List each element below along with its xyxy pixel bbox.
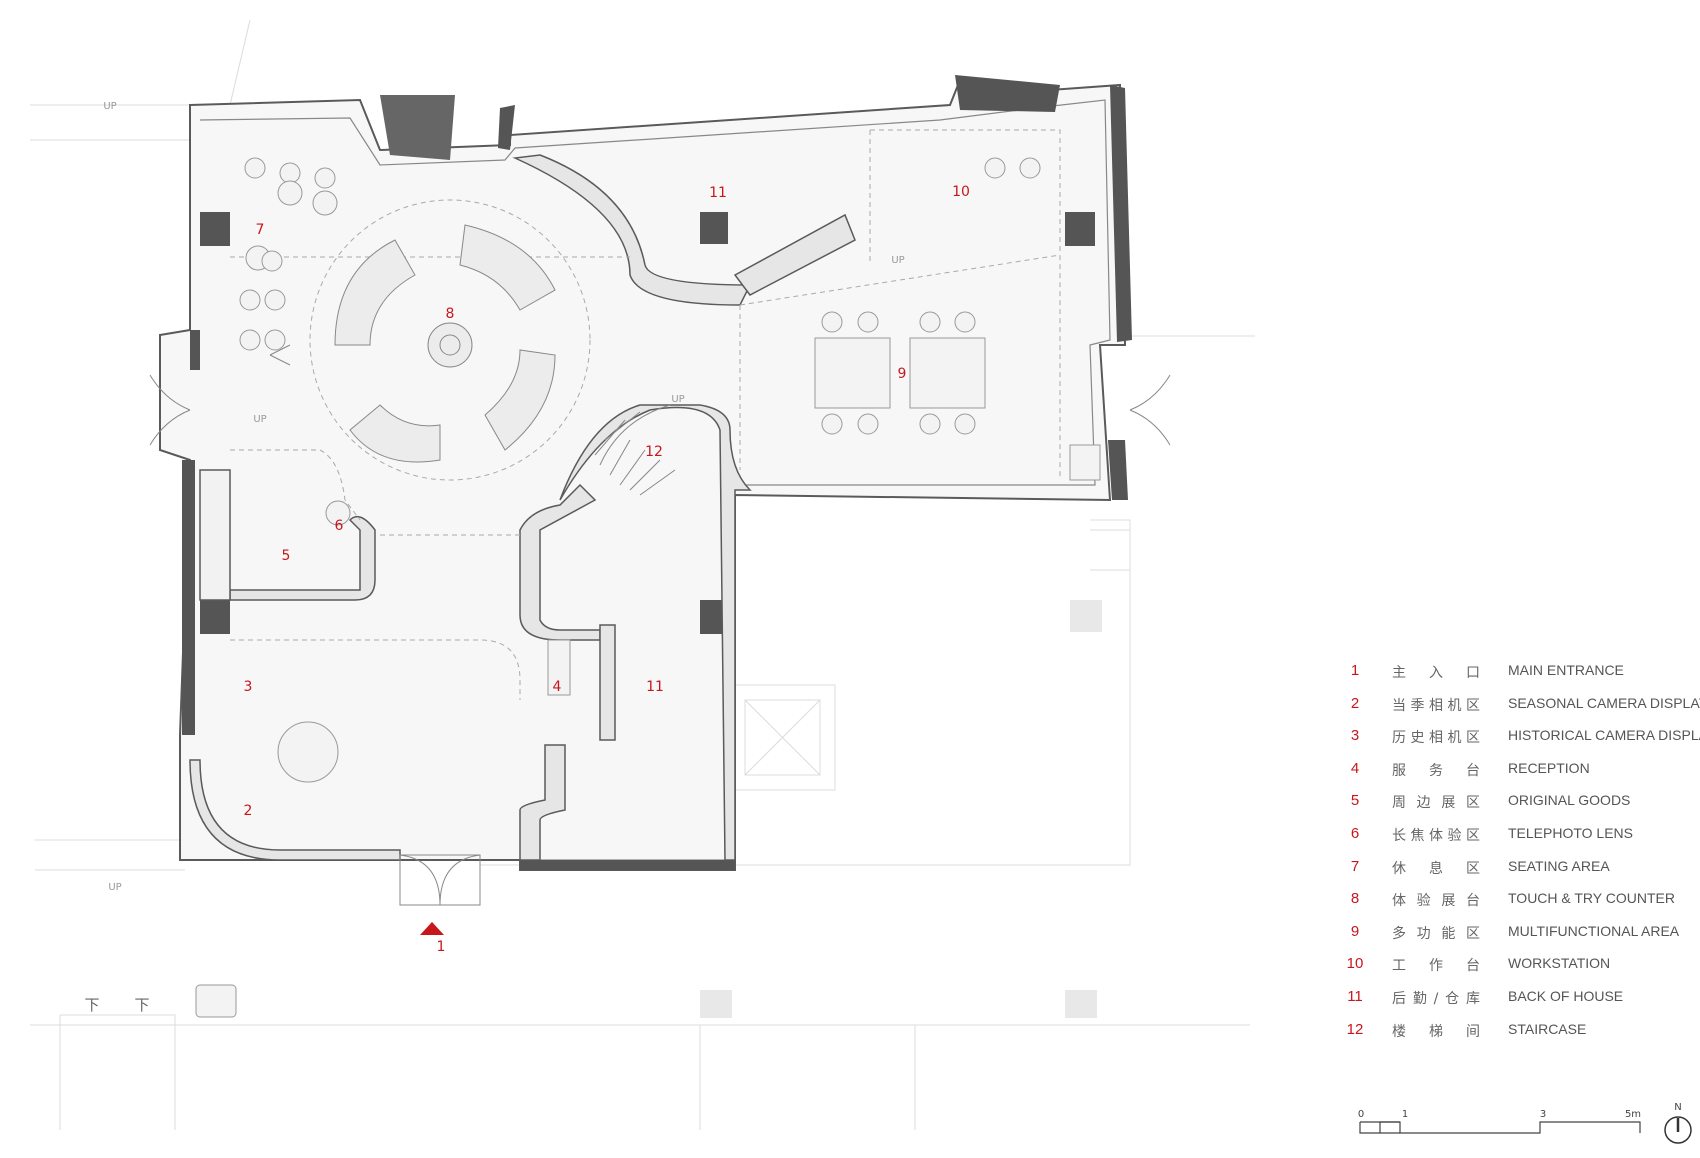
up-mark: UP <box>891 255 904 266</box>
legend-cn: 工作台 <box>1392 958 1480 975</box>
legend-item: 11 后勤/仓库 BACK OF HOUSE <box>1340 988 1700 1021</box>
legend-number: 10 <box>1346 955 1364 973</box>
room-label-seasonal: 2 <box>244 803 253 819</box>
legend-item: 7 休息区 SEATING AREA <box>1340 858 1700 891</box>
zone-boundaries <box>230 129 1061 700</box>
legend-item: 5 周边展区 ORIGINAL GOODS <box>1340 792 1700 825</box>
direction-marks: UP UP UP UP UP 下 下 <box>84 101 904 1014</box>
room-label-original-goods: 5 <box>282 548 291 564</box>
room-label-seating: 7 <box>256 222 265 238</box>
room-label-back-of-house: 11 <box>646 679 664 695</box>
legend-item: 9 多功能区 MULTIFUNCTIONAL AREA <box>1340 923 1700 956</box>
room-labels: 1 2 3 4 5 6 7 8 9 10 11 11 12 <box>244 184 970 955</box>
scale-tick: 3 <box>1540 1109 1546 1120</box>
touch-try-counter <box>334 224 556 463</box>
legend-cn: 楼梯间 <box>1392 1023 1480 1040</box>
legend-item: 6 长焦体验区 TELEPHOTO LENS <box>1340 825 1700 858</box>
legend-cn: 主入口 <box>1392 665 1480 681</box>
legend-item: 3 历史相机区 HISTORICAL CAMERA DISPLAY <box>1340 727 1700 760</box>
legend-en: STAIRCASE <box>1508 1020 1587 1037</box>
legend-cn: 周边展区 <box>1392 795 1480 812</box>
scale-tick: 0 <box>1358 1109 1364 1120</box>
legend-number: 2 <box>1350 694 1360 712</box>
legend-en: TELEPHOTO LENS <box>1508 824 1634 841</box>
legend-cn: 后勤/仓库 <box>1392 990 1480 1007</box>
legend-cn: 多功能区 <box>1392 925 1480 942</box>
entrance-doors <box>149 374 1171 906</box>
down-mark: 下 <box>84 996 99 1014</box>
legend-cn: 休息区 <box>1392 860 1480 877</box>
down-mark: 下 <box>134 996 149 1014</box>
north-label: N <box>1674 1102 1681 1113</box>
north-arrow-icon <box>1664 1116 1692 1144</box>
room-label-staircase: 12 <box>645 444 663 460</box>
legend: 1 主入口 MAIN ENTRANCE 2 当季相机区 SEASONAL CAM… <box>1340 662 1700 1053</box>
legend-number: 8 <box>1350 890 1360 908</box>
legend-number: 11 <box>1347 987 1363 1005</box>
room-label-back-of-house: 11 <box>709 185 727 201</box>
legend-en: WORKSTATION <box>1508 955 1611 972</box>
legend-item: 8 体验展台 TOUCH & TRY COUNTER <box>1340 890 1700 923</box>
scale-bar <box>1359 1121 1641 1134</box>
room-label-touch-try: 8 <box>446 306 455 322</box>
legend-item: 1 主入口 MAIN ENTRANCE <box>1340 662 1700 695</box>
legend-item: 4 服务台 RECEPTION <box>1340 760 1700 793</box>
entrance-arrow-icon <box>420 922 444 935</box>
legend-cn: 当季相机区 <box>1392 697 1480 714</box>
legend-en: SEASONAL CAMERA DISPLAY <box>1508 694 1700 711</box>
room-label-reception: 4 <box>553 679 562 695</box>
legend-cn: 服务台 <box>1392 762 1480 779</box>
scale-tick: 1 <box>1402 1109 1408 1120</box>
legend-item: 12 楼梯间 STAIRCASE <box>1340 1021 1700 1054</box>
legend-number: 9 <box>1350 922 1360 940</box>
up-mark: UP <box>671 394 684 405</box>
legend-item: 2 当季相机区 SEASONAL CAMERA DISPLAY <box>1340 695 1700 728</box>
legend-en: RECEPTION <box>1508 759 1590 776</box>
legend-number: 6 <box>1350 824 1360 842</box>
legend-number: 3 <box>1350 727 1360 745</box>
room-label-entrance: 1 <box>437 939 446 955</box>
legend-number: 12 <box>1346 1020 1364 1038</box>
legend-en: MAIN ENTRANCE <box>1508 662 1624 678</box>
room-label-multifunctional: 9 <box>898 366 907 382</box>
legend-number: 1 <box>1350 662 1360 679</box>
legend-number: 5 <box>1350 792 1360 810</box>
furniture <box>195 157 1102 1018</box>
legend-en: SEATING AREA <box>1508 857 1610 874</box>
legend-cn: 体验展台 <box>1392 893 1480 910</box>
up-mark: UP <box>108 882 121 893</box>
legend-en: TOUCH & TRY COUNTER <box>1508 890 1675 907</box>
legend-en: HISTORICAL CAMERA DISPLAY <box>1508 727 1700 744</box>
scale-tick: 5m <box>1625 1109 1641 1120</box>
legend-en: BACK OF HOUSE <box>1508 987 1624 1004</box>
legend-number: 7 <box>1350 857 1360 875</box>
legend-cn: 历史相机区 <box>1392 730 1480 747</box>
room-label-historical: 3 <box>244 679 253 695</box>
legend-en: ORIGINAL GOODS <box>1508 792 1631 809</box>
room-label-workstation: 10 <box>952 184 970 200</box>
up-mark: UP <box>103 101 116 112</box>
up-mark: UP <box>253 414 266 425</box>
legend-number: 4 <box>1350 759 1360 777</box>
staircase <box>269 344 676 496</box>
room-label-telephoto: 6 <box>335 518 344 534</box>
legend-en: MULTIFUNCTIONAL AREA <box>1508 922 1680 939</box>
legend-item: 10 工作台 WORKSTATION <box>1340 955 1700 988</box>
legend-cn: 长焦体验区 <box>1392 827 1480 844</box>
